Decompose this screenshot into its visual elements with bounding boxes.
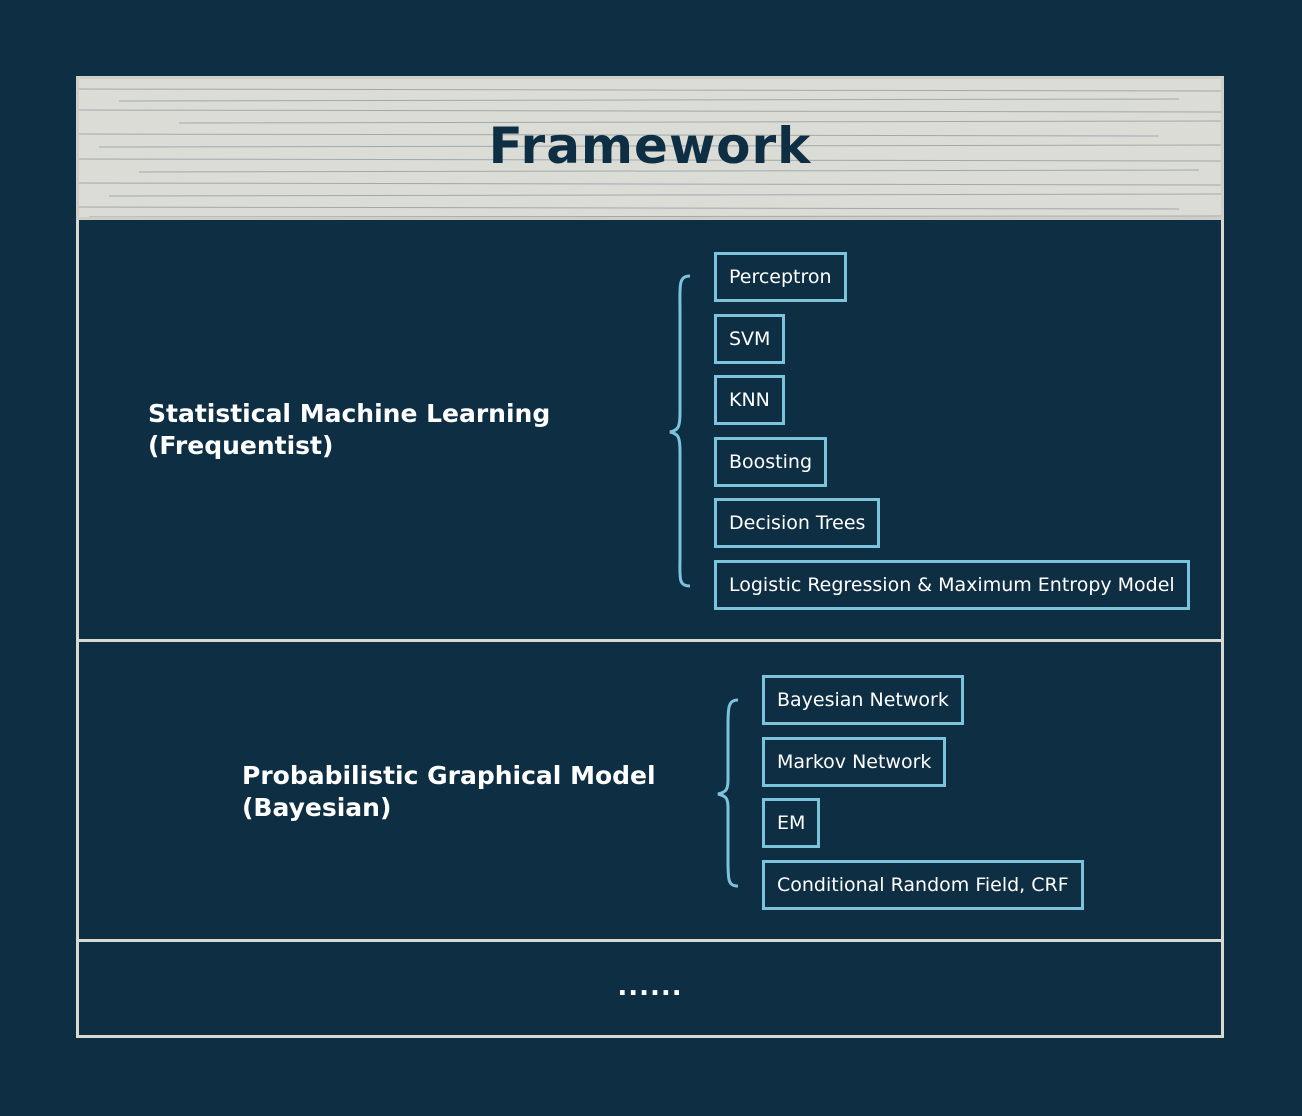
diagram-title: Framework (488, 117, 812, 175)
item-svm: SVM (714, 314, 786, 364)
framework-header: Framework (76, 76, 1224, 220)
section-label-line: Statistical Machine Learning (148, 399, 551, 428)
item-markov-network: Markov Network (762, 737, 947, 787)
item-logistic-regression: Logistic Regression & Maximum Entropy Mo… (714, 560, 1190, 610)
item-knn: KNN (714, 375, 785, 425)
brace-icon (669, 274, 691, 588)
item-bayesian-network: Bayesian Network (762, 675, 964, 725)
item-em: EM (762, 798, 821, 848)
item-boosting: Boosting (714, 437, 828, 487)
section-label-probabilistic: Probabilistic Graphical Model (Bayesian) (242, 760, 656, 824)
section-label-line: (Bayesian) (242, 793, 392, 822)
item-crf: Conditional Random Field, CRF (762, 860, 1084, 910)
section-divider (76, 639, 1224, 642)
section-label-statistical: Statistical Machine Learning (Frequentis… (148, 398, 550, 462)
item-decision-trees: Decision Trees (714, 498, 881, 548)
header-hatch-decoration (79, 88, 1221, 217)
section-label-line: (Frequentist) (148, 431, 334, 460)
more-ellipsis: ...... (617, 972, 683, 1002)
item-perceptron: Perceptron (714, 252, 847, 302)
section-divider (76, 939, 1224, 942)
brace-icon (717, 698, 739, 888)
section-label-line: Probabilistic Graphical Model (242, 761, 656, 790)
